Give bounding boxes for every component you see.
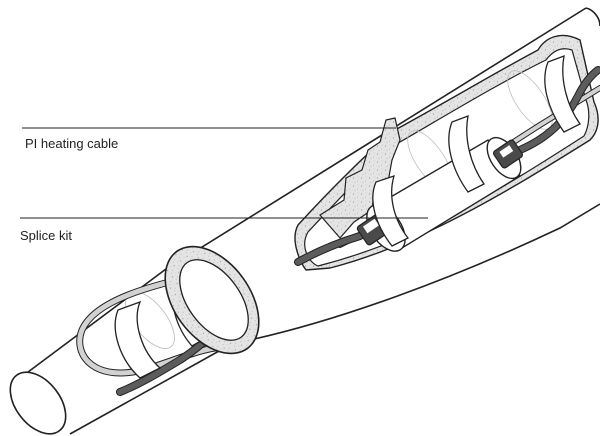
insulation-end-ring: [164, 245, 260, 355]
pipe-end-cap: [9, 371, 67, 435]
heating-cable-label: PI heating cable: [25, 136, 119, 151]
tape-bands: [372, 54, 581, 247]
splice-kit-label: Splice kit: [20, 228, 73, 243]
